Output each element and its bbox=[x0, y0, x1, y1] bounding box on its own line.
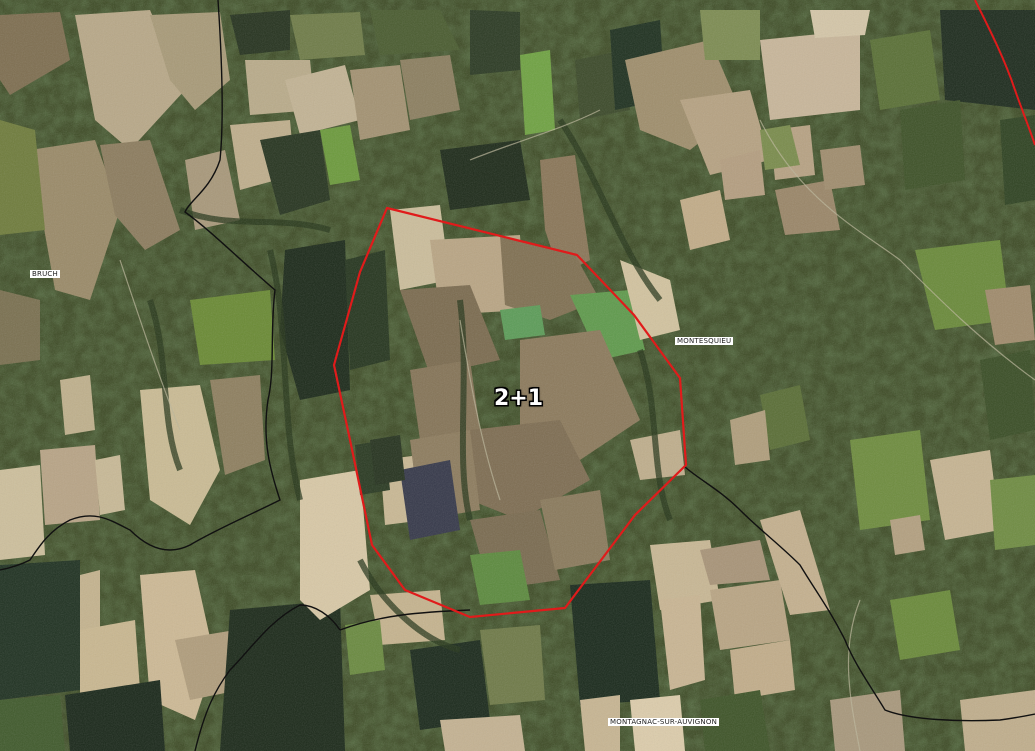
zone-label: 2+1 bbox=[494, 386, 544, 411]
place-label-montagnac: MONTAGNAC-SUR-AUVIGNON bbox=[608, 718, 720, 726]
place-label-montesquieu: MONTESQUIEU bbox=[675, 337, 734, 345]
place-label-bruch: BRUCH bbox=[30, 270, 60, 278]
region-boundary bbox=[974, 0, 1035, 146]
zone-boundary[interactable] bbox=[332, 206, 688, 619]
